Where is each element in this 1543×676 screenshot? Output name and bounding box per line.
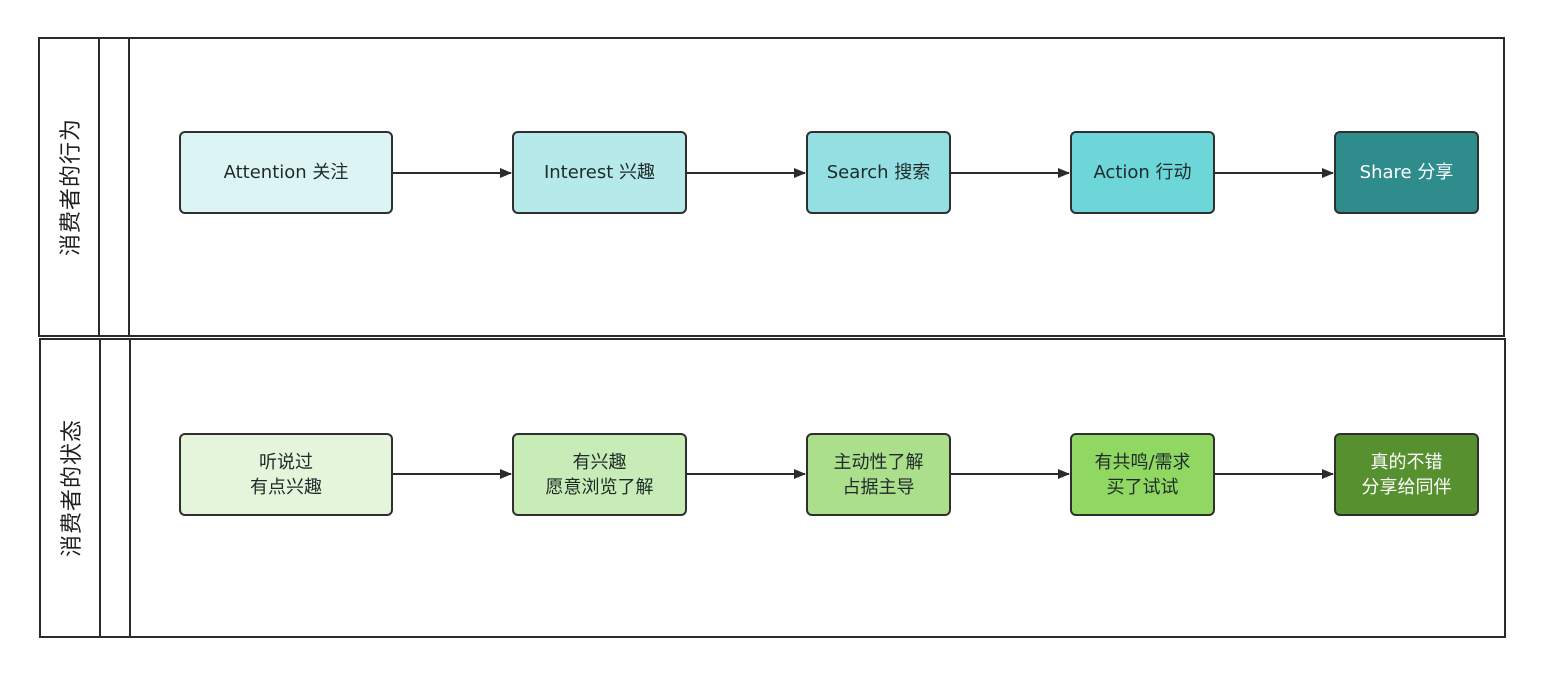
- node-interest: Interest 兴趣: [512, 131, 687, 214]
- lane-title-behavior: 消费者的行为: [59, 117, 85, 257]
- lane-spacer-column: [101, 340, 131, 636]
- node-state-heard: 听说过 有点兴趣: [179, 433, 393, 516]
- node-attention: Attention 关注: [179, 131, 393, 214]
- lane-title-cell: 消费者的行为: [40, 39, 100, 335]
- node-state-active: 主动性了解 占据主导: [806, 433, 951, 516]
- node-state-resonance: 有共鸣/需求 买了试试: [1070, 433, 1215, 516]
- lane-title-cell: 消费者的状态: [41, 340, 101, 636]
- lane-title-state: 消费者的状态: [60, 418, 86, 558]
- node-action: Action 行动: [1070, 131, 1215, 214]
- node-search: Search 搜索: [806, 131, 951, 214]
- node-share: Share 分享: [1334, 131, 1479, 214]
- node-state-share: 真的不错 分享给同伴: [1334, 433, 1479, 516]
- node-state-interested: 有兴趣 愿意浏览了解: [512, 433, 687, 516]
- lane-spacer-column: [100, 39, 130, 335]
